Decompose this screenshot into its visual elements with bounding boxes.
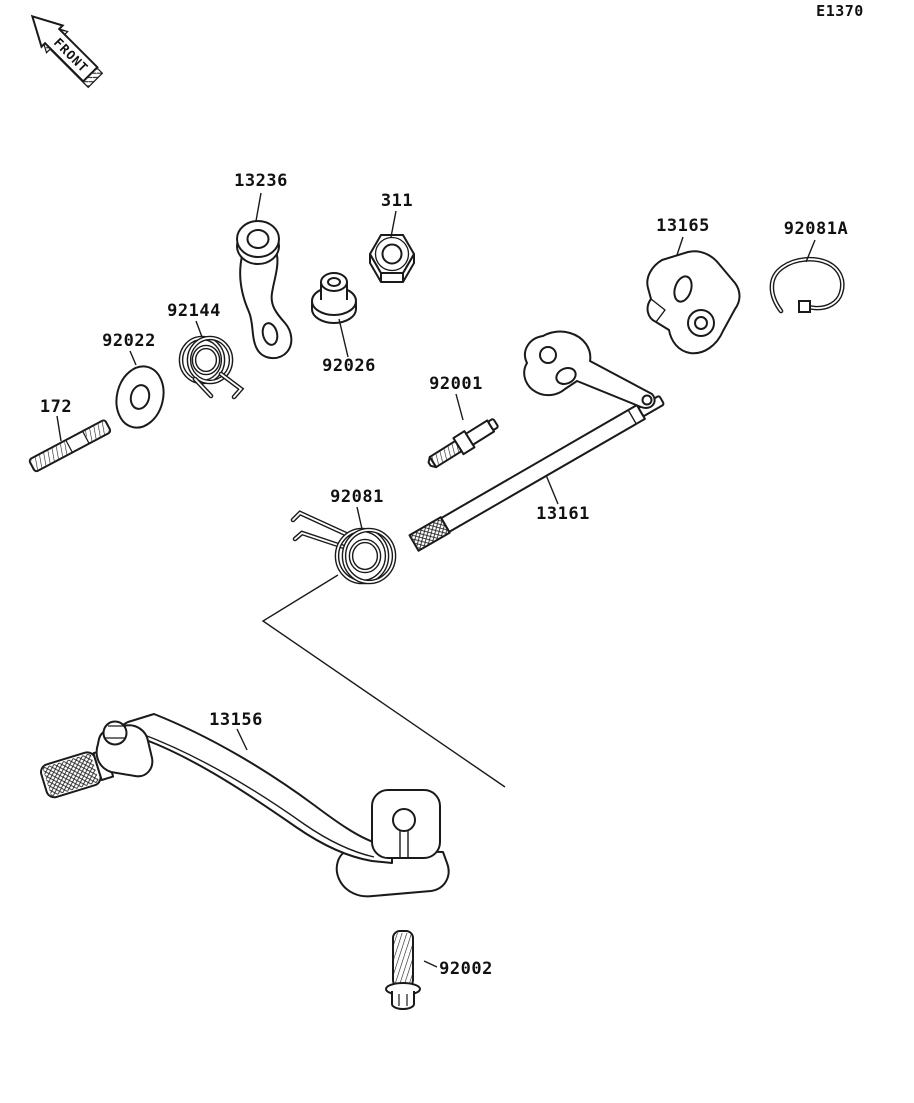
part-number-label: 92002: [439, 959, 493, 979]
part-labels: 13236 311 13165 92081A 92144 92022 172 9…: [40, 171, 848, 979]
part-number-label: 13165: [656, 216, 710, 236]
part-number-label: 92081: [330, 487, 384, 507]
part-number-label: 92144: [167, 301, 221, 321]
part-number-label: 92001: [429, 374, 483, 394]
part-drawing-13165: [646, 250, 741, 355]
part-drawing-92081: [290, 510, 397, 585]
page-code: E1370: [816, 2, 864, 20]
part-number-label: 13161: [536, 504, 590, 524]
part-drawing-13236: [236, 220, 293, 359]
part-drawing-92022: [115, 365, 165, 429]
part-drawing-92002: [385, 930, 421, 1010]
part-number-label: 13156: [209, 710, 263, 730]
part-drawing-92081A: [769, 256, 845, 314]
assembly-reference-line: [261, 574, 506, 788]
part-number-label: 13236: [234, 171, 288, 191]
part-drawing-92001: [427, 418, 499, 469]
leader-lines: [56, 192, 816, 968]
part-drawing-311: [369, 234, 415, 283]
part-drawing-92026: [311, 272, 357, 324]
front-arrow-icon: FRONT: [30, 14, 99, 83]
part-number-label: 92026: [322, 356, 376, 376]
part-number-label: 172: [40, 397, 72, 417]
part-drawing-13156: [40, 713, 450, 898]
part-drawing-92144: [178, 335, 245, 400]
part-drawing-13161: [408, 330, 665, 552]
part-number-label: 92081A: [784, 219, 848, 239]
part-number-label: 311: [381, 191, 413, 211]
part-number-label: 92022: [102, 331, 156, 351]
part-drawing-172: [28, 419, 112, 473]
